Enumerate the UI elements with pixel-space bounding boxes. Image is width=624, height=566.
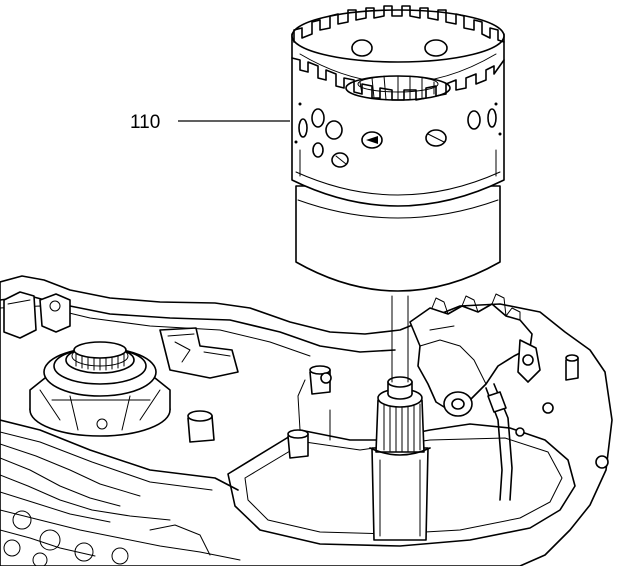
callout-label: 110: [130, 112, 160, 133]
case-bolts: [187, 354, 609, 469]
differential-bearing: [29, 341, 171, 437]
input-shaft: [369, 295, 431, 541]
clutch-drum: [291, 5, 505, 292]
linkage-assembly: [409, 293, 541, 501]
callout-110: 110: [130, 112, 290, 133]
